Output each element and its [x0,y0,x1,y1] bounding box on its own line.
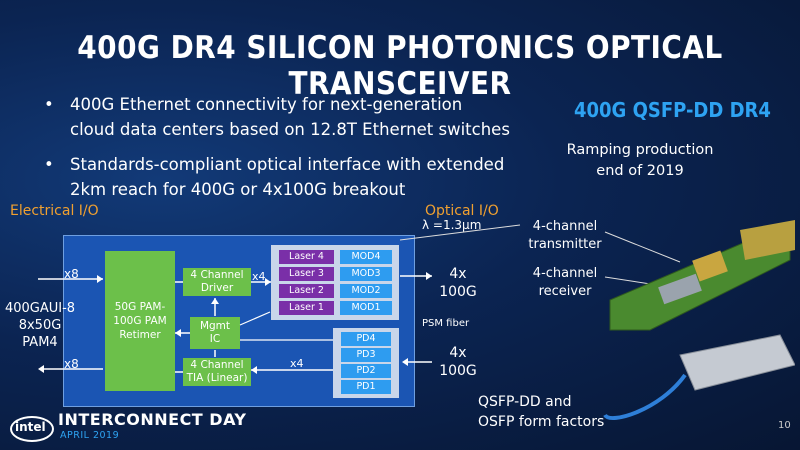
driver-label: 4 Channel Driver [190,269,244,294]
pd-2: PD2 [341,364,391,378]
optical-io-label: Optical I/O [425,203,499,219]
driver-laser-arrowhead [265,278,271,286]
retimer-label: 50G PAM-100G PAM Retimer [113,301,167,341]
mgmt-laser-link [239,311,271,326]
tx-optical-arrowhead [426,272,432,280]
pd-4: PD4 [341,332,391,346]
laser-3: Laser 3 [279,267,334,281]
product-title: 400G QSFP-DD DR4 [574,98,771,122]
electrical-io-label: Electrical I/O [10,203,99,219]
rx-optical-arrowhead [402,358,408,366]
transmitter-callout-line [399,224,521,241]
tia-block: 4 Channel TIA (Linear) [183,358,251,386]
x8-bottom-label: x8 [64,357,79,371]
bullet-item: Standards-compliant optical interface wi… [40,152,510,202]
intel-logo: intel [10,416,54,442]
optical-engine [658,273,702,305]
retimer-mgmt-arrowhead [175,329,181,337]
mgmt-ic-label: Mgmt IC [199,320,231,345]
transceiver-module-image [603,220,795,421]
x4-bottom-label: x4 [290,357,304,370]
tx-rate-label: 4x 100G [439,266,477,300]
mod-3: MOD3 [340,267,392,281]
gold-contacts [740,220,795,260]
wavelength-label: λ =1.3μm [422,218,482,232]
intel-logo-text: intel [15,420,46,434]
rx-rate-label: 4x 100G [439,345,477,379]
event-name: INTERCONNECT DAY [58,410,247,429]
mgmt-ic-block: Mgmt IC [190,317,240,349]
product-subtitle: Ramping production end of 2019 [566,142,714,179]
laser-1: Laser 1 [279,301,334,315]
pd-tia-arrowhead [251,366,257,374]
mod-1: MOD1 [340,301,392,315]
driver-block: 4 Channel Driver [183,268,251,296]
x8-top-arrowhead [97,275,103,283]
transmitter-pointer-line [604,231,681,263]
tia-label: 4 Channel TIA (Linear) [186,359,248,384]
bullet-item: 400G Ethernet connectivity for next-gene… [40,92,510,142]
mod-4: MOD4 [340,250,392,264]
x8-bottom-arrowhead [38,365,44,373]
mgmt-up-arrowhead [211,298,219,304]
page-number: 10 [778,420,791,431]
pull-tab [603,373,687,421]
mod-2: MOD2 [340,284,392,298]
event-date: APRIL 2019 [60,430,120,441]
bullet-list: 400G Ethernet connectivity for next-gene… [40,92,510,212]
x8-top-label: x8 [64,267,79,281]
retimer-block: 50G PAM-100G PAM Retimer [105,251,175,391]
slide-title: 400G DR4 SILICON PHOTONICS OPTICAL TRANS… [77,30,723,102]
receiver-callout: 4-channel receiver [532,266,598,299]
pd-1: PD1 [341,380,391,394]
aui-label: 400GAUI-8 8x50G PAM4 [4,301,76,350]
transmitter-callout: 4-channel transmitter [528,219,602,252]
chip-package [692,250,728,282]
pluggable-module [679,334,795,391]
laser-2: Laser 2 [279,284,334,298]
psm-fiber-label: PSM fiber [422,318,470,329]
pd-3: PD3 [341,348,391,362]
x4-top-label: x4 [252,270,266,283]
laser-4: Laser 4 [279,250,334,264]
form-factor-callout: QSFP-DD and OSFP form factors [478,394,605,430]
